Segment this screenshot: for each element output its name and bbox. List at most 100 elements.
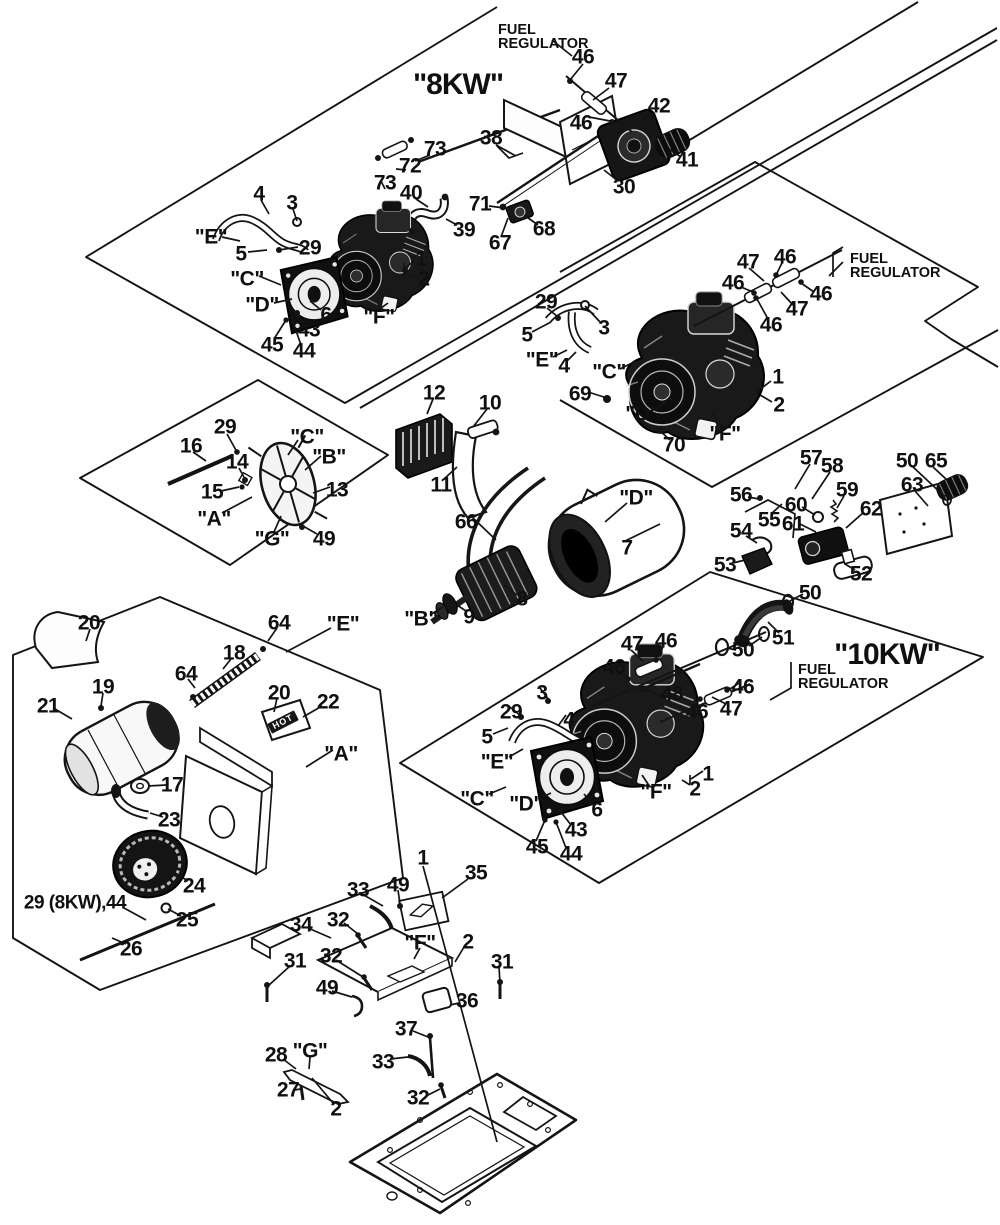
part-number-label: 65 <box>924 449 948 473</box>
leader-line <box>770 503 783 515</box>
fuel-regulator-caption: REGULATOR <box>798 675 889 692</box>
part-number-label: 39 <box>452 218 476 242</box>
part-number-label: 18 <box>222 641 246 665</box>
view-letter-label: "C" <box>460 787 494 811</box>
leader-line <box>287 439 299 456</box>
leader-line <box>546 307 559 318</box>
j-bolt-49 <box>351 994 364 1018</box>
panel-borders <box>12 1 999 991</box>
leader-line <box>509 706 522 717</box>
fuel-regulator-caption: FUEL <box>498 21 536 38</box>
part-number-label: 47 <box>604 69 628 93</box>
leader-line <box>552 349 568 358</box>
leader-line <box>690 770 704 780</box>
leader-line <box>85 628 91 642</box>
leader-line <box>100 692 104 707</box>
leader-line <box>454 946 465 963</box>
part-number-label: 66 <box>454 510 478 534</box>
leader-line <box>380 180 386 190</box>
view-letter-label: "G" <box>292 1039 328 1063</box>
leader-line <box>653 401 667 411</box>
part-number-label: 46 <box>721 271 745 295</box>
part-number-label: 63 <box>900 473 924 497</box>
fastener-dot <box>724 687 730 693</box>
part-number-label: 4 <box>558 354 570 378</box>
fastener-dot <box>290 319 296 325</box>
leader-line <box>604 502 628 523</box>
leader-line <box>331 990 353 998</box>
fuel-hose-47 <box>771 267 801 289</box>
part-number-label: 57 <box>799 446 823 470</box>
fastener-dot <box>361 974 367 980</box>
clamp-3 <box>292 217 302 227</box>
part-number-label: 73 <box>423 137 447 161</box>
part-number-label: 32 <box>326 908 350 932</box>
fastener-dot <box>264 982 270 988</box>
leader-line <box>588 116 611 122</box>
part-number-label: 14 <box>225 450 249 474</box>
part-number-label: 5 <box>235 242 247 266</box>
view-letter-label: "E" <box>326 612 360 636</box>
leader-line <box>523 214 539 226</box>
stud-32c <box>439 1085 447 1099</box>
view-letter-label: "A" <box>197 507 231 531</box>
fastener-dot <box>239 484 245 490</box>
part-number-label: 62 <box>859 497 883 521</box>
part-number-label: 33 <box>371 1050 395 1074</box>
leader-line <box>343 922 359 935</box>
part-number-label: 12 <box>422 381 446 405</box>
leader-line <box>312 486 331 494</box>
part-number-label: 58 <box>820 454 844 478</box>
leader-line <box>748 267 765 282</box>
leader-line <box>221 496 253 514</box>
part-number-label: 2 <box>330 1097 342 1121</box>
leader-line <box>801 506 816 516</box>
part-number-label: 49 <box>315 976 339 1000</box>
callout-bracket <box>769 662 792 701</box>
tab-10 <box>466 419 499 439</box>
leader-line <box>566 351 577 362</box>
fastener-dot <box>773 272 779 278</box>
leader-line <box>844 563 856 571</box>
part-number-label: 2 <box>462 930 474 954</box>
view-letter-label: "D" <box>245 293 279 317</box>
fuel-hose-47 <box>580 91 608 115</box>
part-number-label: 49 <box>312 527 336 551</box>
leader-line <box>836 495 845 509</box>
rod-71 <box>496 135 599 204</box>
fastener-dot <box>438 1082 444 1088</box>
leader-line <box>503 584 518 596</box>
part-number-label: 23 <box>157 808 181 832</box>
part-number-label: 54 <box>729 519 753 543</box>
fastener-dot <box>283 317 289 323</box>
leader-line <box>911 465 945 497</box>
part-number-label: 34 <box>289 913 313 937</box>
leader-line <box>495 144 517 157</box>
leader-line <box>278 246 299 251</box>
control-bracket-cluster <box>714 474 969 657</box>
part-number-label: 49 <box>386 873 410 897</box>
part-number-label: 19 <box>91 675 115 699</box>
cable-33b <box>407 1054 432 1077</box>
stud-16 <box>167 454 233 486</box>
bracket-55 <box>744 499 796 539</box>
view-letter-label: "A" <box>324 742 358 766</box>
view-letter-label: "D" <box>619 486 653 510</box>
part-number-label: 50 <box>798 581 822 605</box>
leader-line <box>123 907 147 921</box>
fastener-dot <box>553 819 559 825</box>
leader-line <box>758 380 772 391</box>
fastener-dot <box>751 290 757 296</box>
view-letter-label: "F" <box>363 305 395 329</box>
part-number-label: 29 (8KW),44 <box>23 892 127 914</box>
leader-line <box>681 779 691 786</box>
part-number-label: 29 <box>499 700 523 724</box>
duct-hole <box>208 805 236 839</box>
leader-line <box>222 658 232 670</box>
view-letter-label: "F" <box>404 931 436 955</box>
fuel-line-lower <box>591 631 767 707</box>
leader-line <box>508 748 524 758</box>
part-number-label: 46 <box>571 45 595 69</box>
